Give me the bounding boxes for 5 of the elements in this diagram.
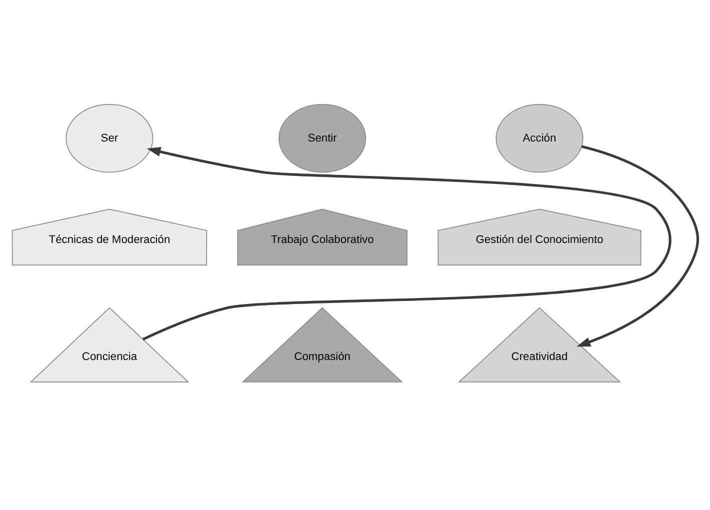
- node-ellipse: Sentir: [278, 104, 366, 172]
- node-ellipse: Acción: [496, 104, 584, 172]
- arrow: [142, 146, 672, 340]
- node-ellipse: Ser: [66, 104, 154, 172]
- arrow: [576, 144, 699, 346]
